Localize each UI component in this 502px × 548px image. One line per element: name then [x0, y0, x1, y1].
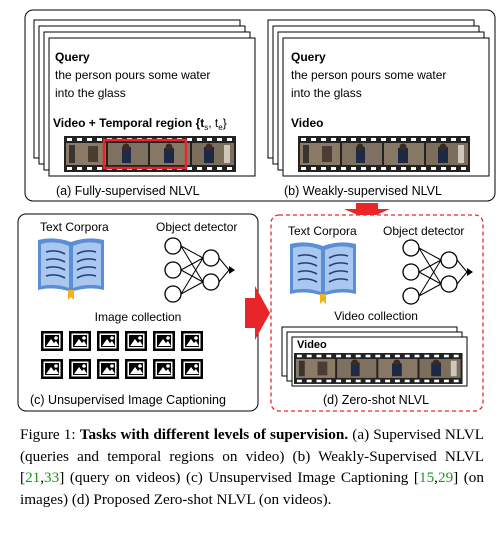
citation-link-33[interactable]: 33	[44, 469, 60, 486]
panel-a-film-strip	[64, 136, 236, 172]
caption-part2: ] (query on videos) (c) Unsupervised Ima…	[59, 469, 419, 486]
panel-a: Query the person pours some water into t…	[33, 19, 256, 177]
panel-d-text-corpora: Text Corpora	[288, 224, 357, 238]
panel-d-object-detector: Object detector	[383, 224, 464, 238]
top-panels-frame	[24, 9, 496, 202]
temporal-region-highlight	[102, 138, 188, 170]
panel-b-query-title: Query	[291, 50, 326, 64]
panel-a-label: (a) Fully-supervised NLVL	[56, 184, 200, 198]
caption-part3: ] (on images) (d) Proposed Zero-shot NLV…	[20, 469, 484, 508]
citation-link-21[interactable]: 21	[25, 469, 41, 486]
panel-d-video-label: Video	[297, 339, 327, 351]
panel-b-query-line2: into the glass	[291, 86, 362, 100]
citation-link-15[interactable]: 15	[418, 469, 435, 486]
panel-b-film-strip	[298, 136, 470, 172]
panel-a-query-title: Query	[55, 50, 90, 64]
panel-c-object-detector: Object detector	[156, 220, 237, 234]
panel-c-text-corpora: Text Corpora	[40, 220, 109, 234]
caption-bold-title: Tasks with different levels of supervisi…	[79, 426, 349, 443]
panel-a-query-line1: the person pours some water	[55, 68, 210, 82]
panel-d-film-strip	[294, 353, 463, 384]
panel-d: Text Corpora Object detector Video colle…	[270, 214, 484, 412]
down-arrow-icon	[344, 203, 390, 219]
panel-b-label: (b) Weakly-supervised NLVL	[284, 184, 442, 198]
panel-c-image-collection: Image collection	[95, 310, 182, 324]
caption-part1: (a) Supervised NLVL (queries and tempora…	[20, 426, 484, 486]
right-arrow-icon	[245, 286, 270, 340]
panel-b: Query the person pours some water into t…	[267, 19, 490, 177]
panel-b-query-line1: the person pours some water	[291, 68, 446, 82]
panel-b-video-label: Video	[291, 116, 323, 130]
panel-d-video-collection: Video collection	[334, 309, 418, 323]
figure-diagram: Query the person pours some water into t…	[17, 9, 496, 412]
figure-caption: Figure 1: Tasks with different levels of…	[20, 426, 484, 508]
panel-d-label: (d) Zero-shot NLVL	[323, 393, 429, 407]
panel-c: Text Corpora Object detector Image colle…	[17, 213, 259, 412]
panel-c-label: (c) Unsupervised Image Captioning	[30, 393, 226, 407]
panel-a-video-label: Video + Temporal region {ts, te}	[53, 116, 227, 132]
caption-figure-label: Figure 1:	[20, 426, 76, 443]
panel-a-query-line2: into the glass	[55, 86, 126, 100]
citation-link-29[interactable]: 29	[437, 469, 454, 486]
